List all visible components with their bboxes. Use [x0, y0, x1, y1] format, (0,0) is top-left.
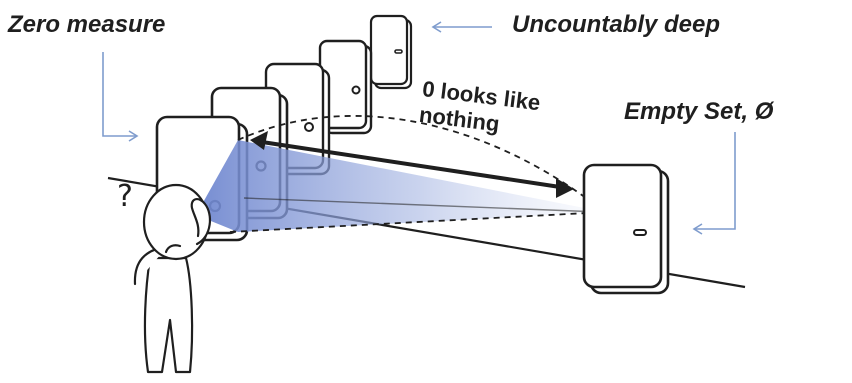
cone-dashed-edge-lower: [229, 211, 607, 233]
distance-arrow: [250, 131, 574, 198]
callout-arrow-uncountably-deep: [431, 21, 492, 33]
cone-dashed-edge: [237, 115, 587, 199]
callout-arrow-empty-set: [692, 132, 736, 235]
uncountably-deep-label: Uncountably deep: [512, 11, 721, 38]
empty-set-door: [582, 163, 670, 295]
door-stack: [155, 14, 413, 242]
empty-set-label: Empty Set, Ø: [624, 98, 774, 125]
person-figure: [133, 183, 212, 374]
door-farthest: [369, 14, 413, 90]
view-cone: [196, 140, 605, 232]
door-far: [318, 39, 373, 135]
callout-arrow-zero-measure: [102, 52, 139, 142]
zero-measure-label: Zero measure: [8, 11, 166, 38]
question-mark: ?: [117, 179, 133, 214]
cone-solid-edge: [243, 197, 601, 213]
